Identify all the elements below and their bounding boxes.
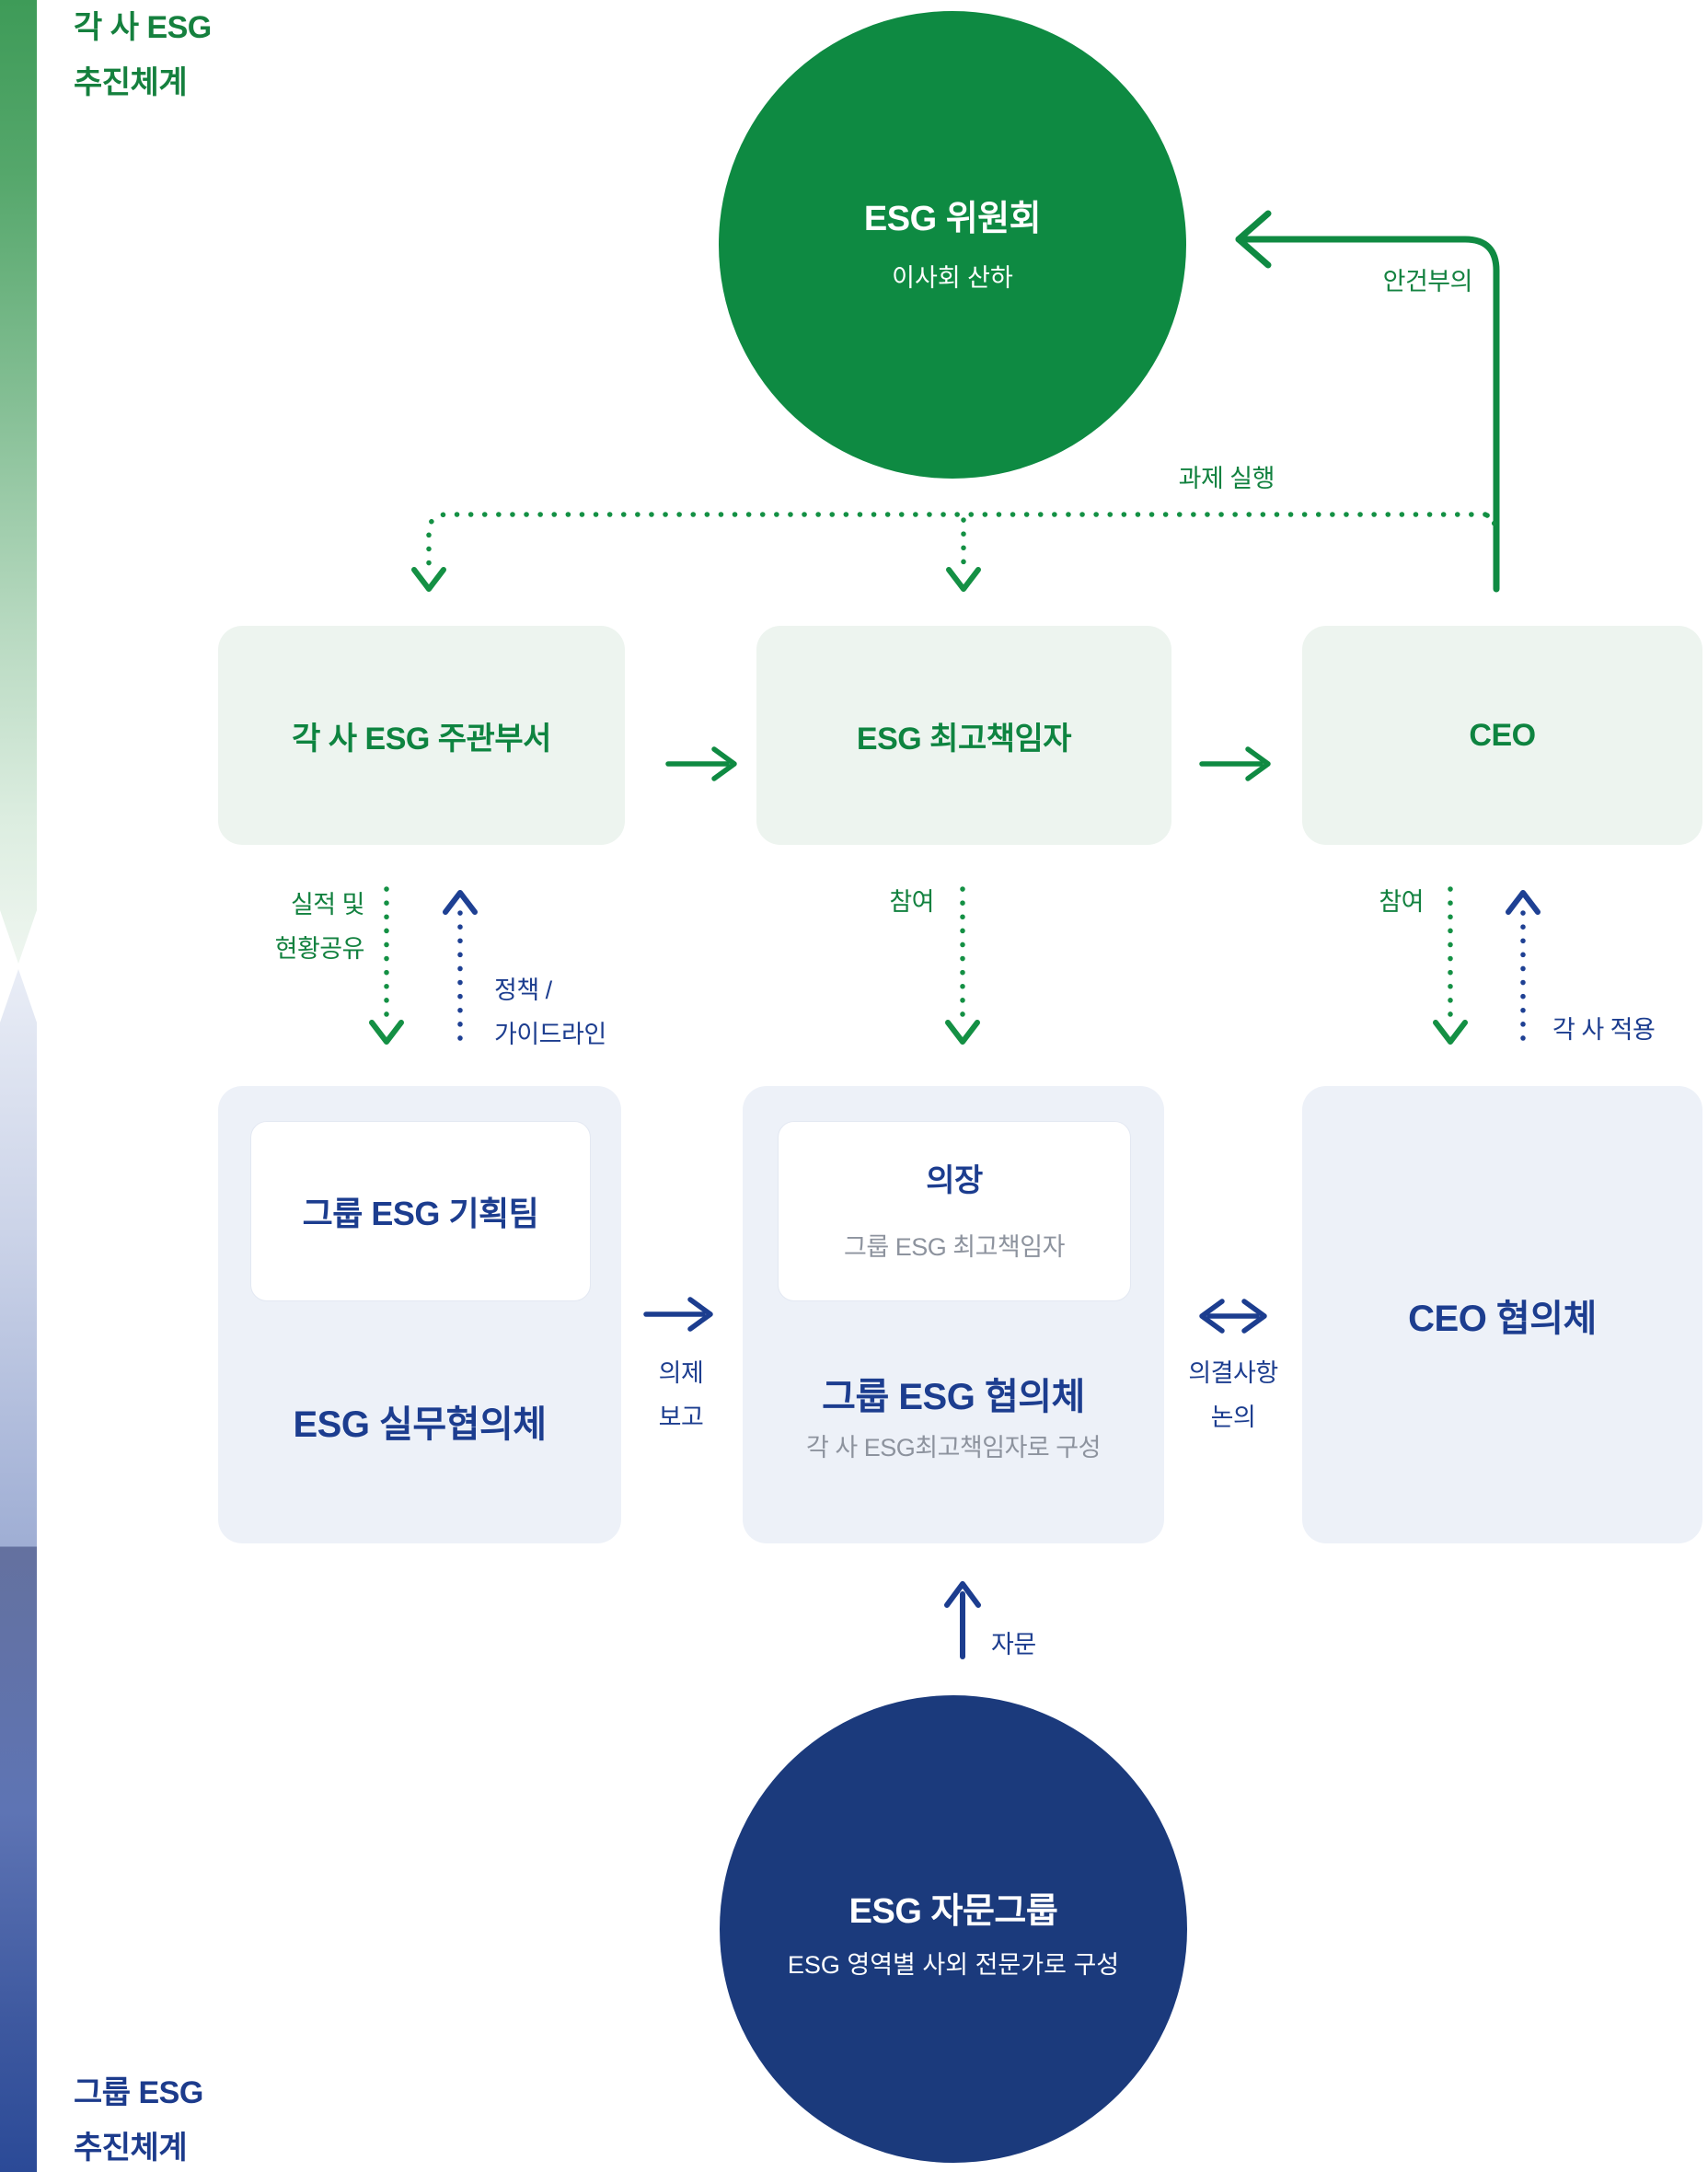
label-policy-guideline-line2: 가이드라인 <box>494 1021 606 1048</box>
box-ceo: CEO <box>1302 626 1702 845</box>
label-company-apply: 각 사 적용 <box>1552 1016 1656 1044</box>
arrowhead-task-left-icon <box>411 567 446 592</box>
diagram-title-group-esg-line1: 그룹 ESG <box>74 2075 203 2110</box>
label-participation-right: 참여 <box>1379 888 1424 916</box>
label-agenda-report: 의제 보고 <box>659 1351 704 1439</box>
esg-committee-subtitle: 이사회 산하 <box>892 264 1013 292</box>
diagram-title-group-esg: 그룹 ESG 추진체계 <box>74 2065 203 2172</box>
chair-title: 의장 <box>926 1163 983 1198</box>
box-company-esg-dept: 각 사 ESG 주관부서 <box>218 626 625 845</box>
label-policy-guideline-line1: 정책 / <box>494 976 552 1004</box>
arrowhead-participation-right-icon <box>1433 1020 1468 1045</box>
arrowhead-dept-to-cso-icon <box>711 746 737 781</box>
arrowhead-performance-icon <box>369 1020 404 1045</box>
gradient-bar-company-esg <box>0 0 37 964</box>
box-company-esg-dept-label: 각 사 ESG 주관부서 <box>292 721 551 757</box>
esg-working-council-label: ESG 실무협의체 <box>293 1404 547 1445</box>
box-ceo-council: CEO 협의체 <box>1302 1086 1702 1543</box>
esg-committee-title: ESG 위원회 <box>863 200 1042 238</box>
esg-committee-circle <box>719 11 1186 479</box>
dotted-corner-task-execution-icon <box>1484 513 1497 529</box>
label-resolution-discussion-line2: 논의 <box>1210 1404 1256 1431</box>
label-agenda-report-line1: 의제 <box>658 1359 704 1387</box>
label-policy-guideline: 정책 / 가이드라인 <box>494 968 606 1057</box>
group-esg-council-sublabel: 각 사 ESG최고책임자로 구성 <box>806 1434 1101 1461</box>
label-performance-share-line1: 실적 및 <box>290 891 365 918</box>
inner-box-chair: 의장 그룹 ESG 최고책임자 <box>778 1121 1131 1301</box>
box-esg-chief-officer-label: ESG 최고책임자 <box>856 721 1072 757</box>
arrowhead-advisory-icon <box>944 1581 981 1608</box>
group-esg-planning-team-label: 그룹 ESG 기획팀 <box>302 1195 539 1232</box>
diagram-title-company-esg: 각 사 ESG 추진체계 <box>74 0 212 110</box>
dotted-line-task-execution-icon <box>426 512 1488 572</box>
arrowhead-policy-icon <box>443 890 478 915</box>
arrowhead-task-center-icon <box>946 567 981 592</box>
label-resolution-discussion-line1: 의결사항 <box>1188 1359 1278 1387</box>
ceo-council-label: CEO 협의체 <box>1408 1298 1597 1339</box>
label-participation-center: 참여 <box>889 888 934 916</box>
label-agenda-report-line2: 보고 <box>658 1404 704 1431</box>
diagram-title-group-esg-line2: 추진체계 <box>74 2131 188 2166</box>
inner-box-group-esg-planning-team: 그룹 ESG 기획팀 <box>250 1121 591 1301</box>
label-performance-share-line2: 현황공유 <box>274 935 365 963</box>
label-performance-share: 실적 및 현황공유 <box>274 883 365 971</box>
esg-advisory-group-subtitle: ESG 영역별 사외 전문가로 구성 <box>787 1951 1120 1979</box>
group-esg-council-label: 그룹 ESG 협의체 <box>822 1377 1085 1417</box>
label-advisory: 자문 <box>991 1631 1036 1658</box>
arrowhead-participation-center-icon <box>945 1020 980 1045</box>
label-task-execution: 과제 실행 <box>1178 465 1275 492</box>
diagram-title-company-esg-line1: 각 사 ESG <box>74 10 212 45</box>
box-esg-chief-officer: ESG 최고책임자 <box>756 626 1171 845</box>
arrowhead-resolution-right-icon <box>1241 1299 1267 1334</box>
arrowhead-company-apply-icon <box>1506 890 1541 915</box>
chair-subtitle: 그룹 ESG 최고책임자 <box>844 1233 1065 1261</box>
label-agenda-submission: 안건부의 <box>1382 268 1473 295</box>
label-resolution-discussion: 의결사항 논의 <box>1188 1351 1278 1439</box>
arrowhead-resolution-left-icon <box>1199 1299 1225 1334</box>
esg-advisory-group-title: ESG 자문그룹 <box>848 1892 1058 1931</box>
arrowhead-agenda-report-icon <box>687 1297 713 1332</box>
arrowhead-cso-to-ceo-icon <box>1245 746 1271 781</box>
diagram-title-company-esg-line2: 추진체계 <box>74 65 188 100</box>
esg-advisory-group-circle <box>720 1695 1187 2163</box>
box-ceo-label: CEO <box>1469 717 1536 753</box>
arrowhead-agenda-submission-icon <box>1235 210 1272 269</box>
gradient-bar-group-esg <box>0 969 37 2172</box>
